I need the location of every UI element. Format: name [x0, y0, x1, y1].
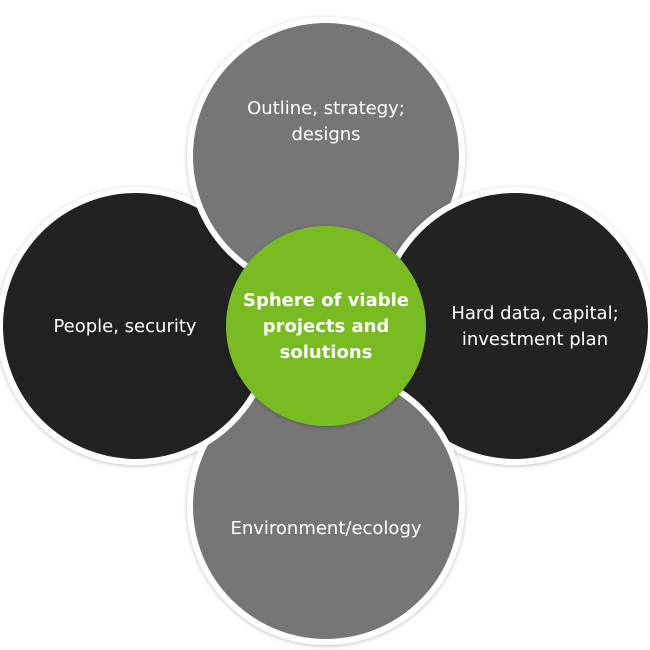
label-left-text: People, security	[53, 316, 197, 337]
label-right: Hard data, capital; investment plan	[420, 301, 650, 353]
label-right-line1: Hard data, capital;	[451, 303, 619, 324]
label-right-line2: investment plan	[461, 329, 609, 350]
circle-center	[226, 226, 426, 426]
label-center: Sphere of viable projects and solutions	[226, 288, 426, 366]
label-center-line1: Sphere of viable	[243, 290, 409, 311]
label-top: Outline, strategy; designs	[190, 96, 462, 148]
label-top-line2: designs	[291, 124, 361, 145]
label-top-line1: Outline, strategy;	[247, 98, 405, 119]
label-bottom: Environment/ecology	[190, 516, 462, 542]
label-left: People, security	[20, 314, 230, 340]
label-bottom-text: Environment/ecology	[230, 518, 422, 539]
label-center-line2: projects and	[262, 316, 390, 337]
label-center-line3: solutions	[279, 342, 373, 363]
